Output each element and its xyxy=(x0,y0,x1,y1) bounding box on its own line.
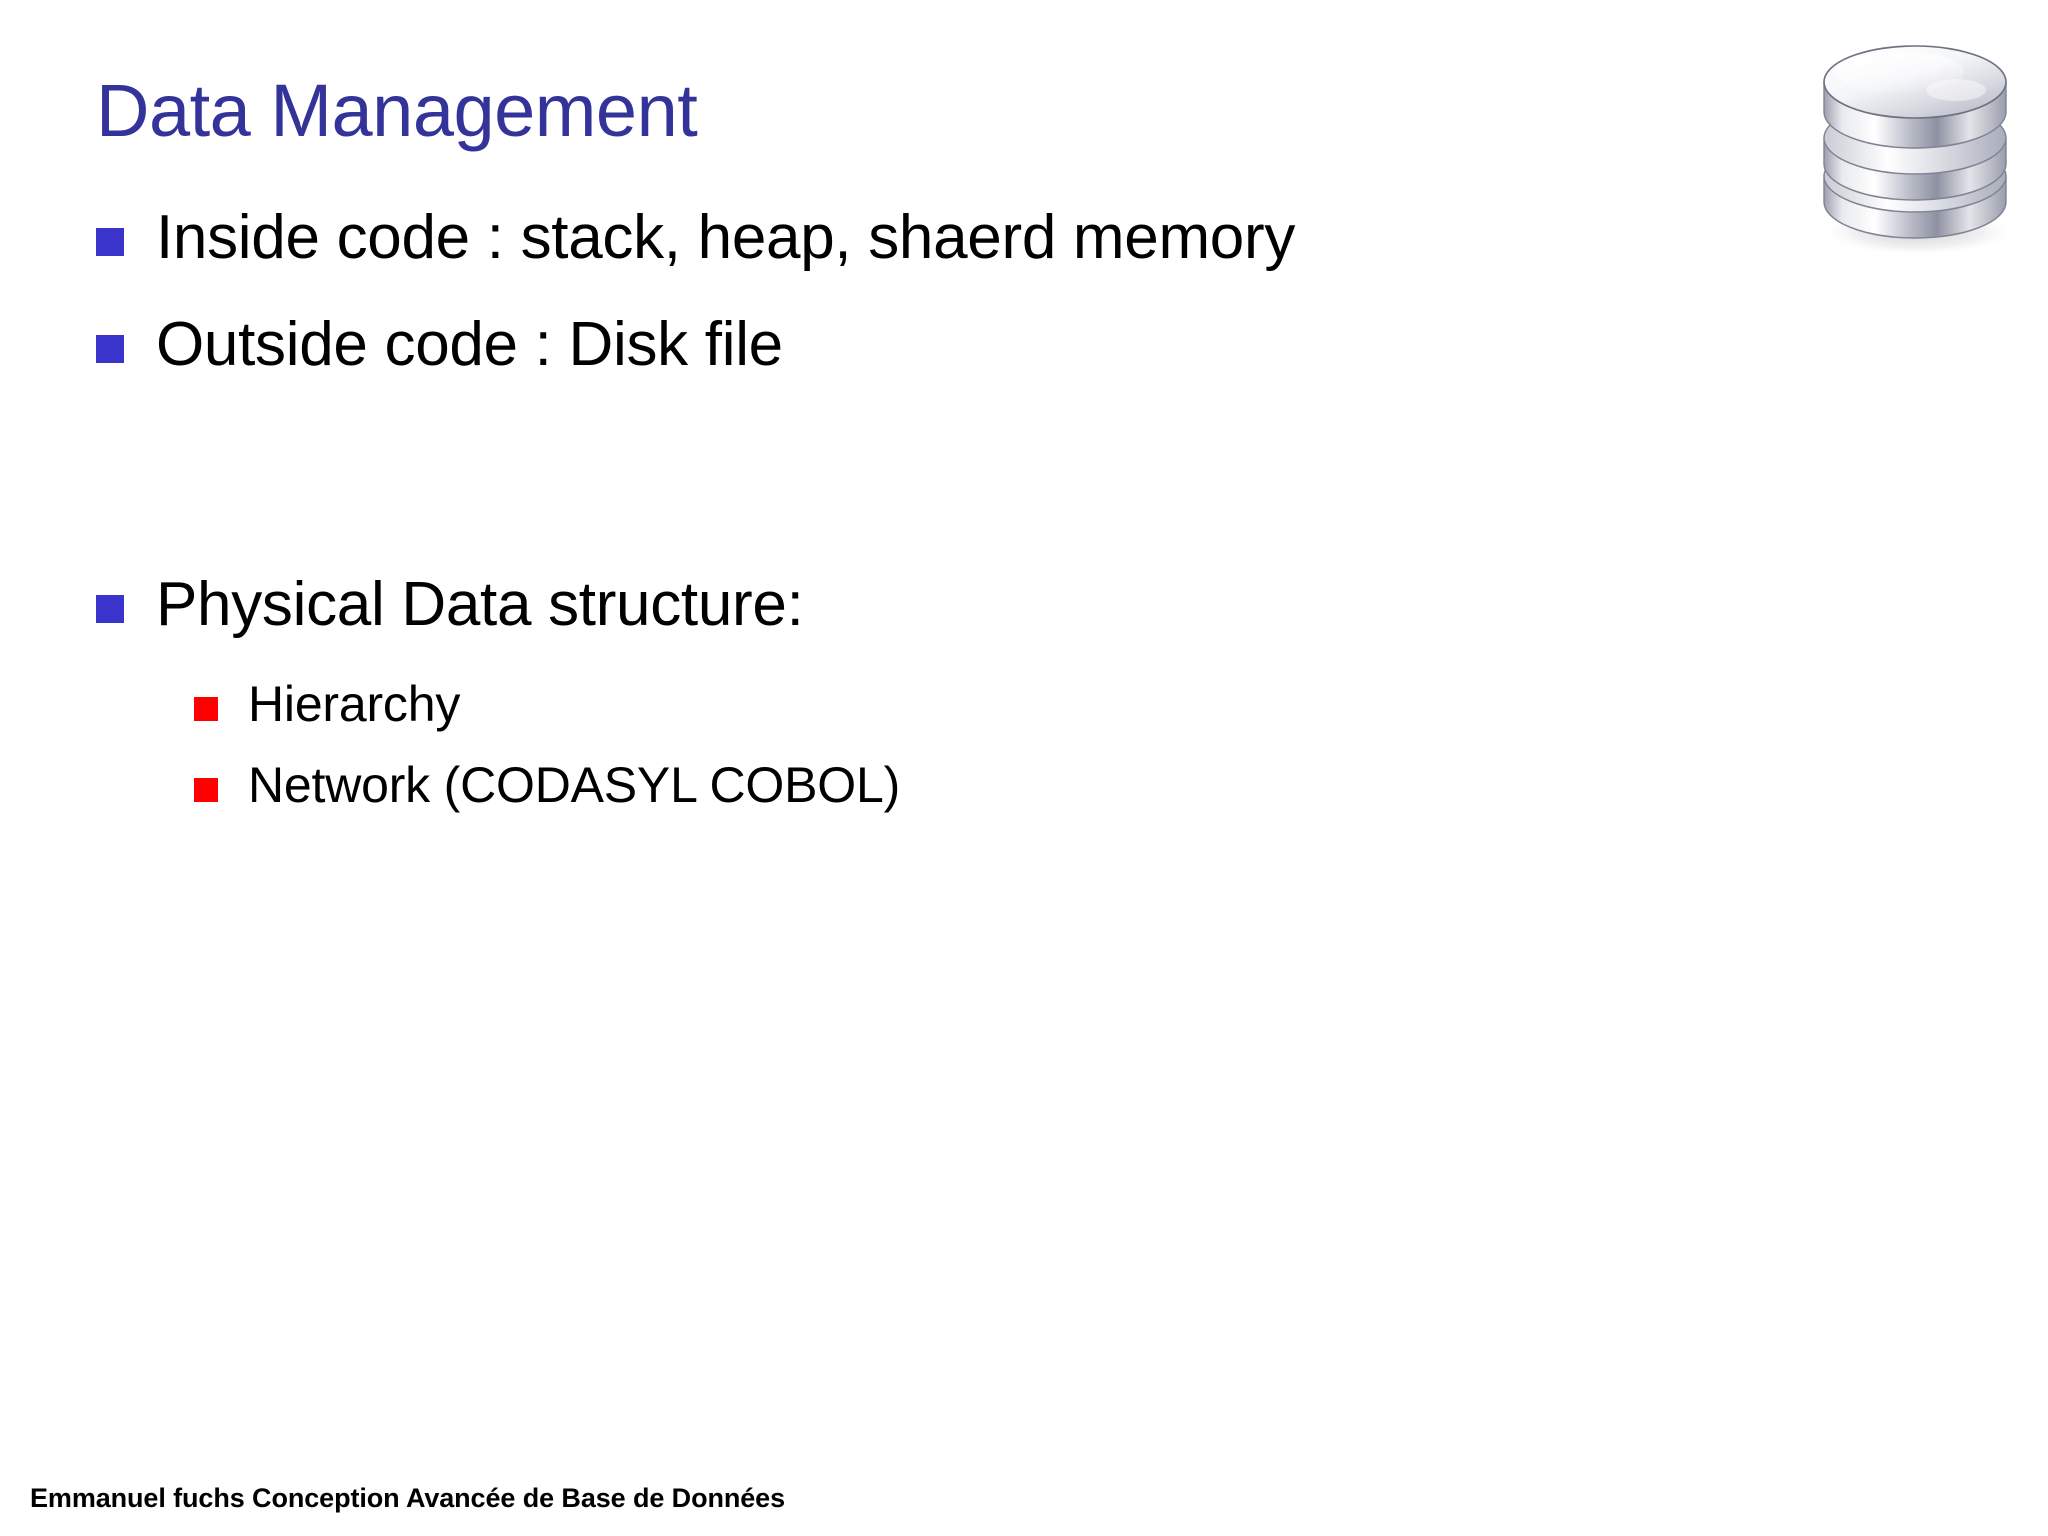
sub-bullet-item: Hierarchy xyxy=(194,672,1796,737)
database-icon xyxy=(1808,26,2022,258)
sub-bullet-text: Network (CODASYL COBOL) xyxy=(248,757,901,814)
bullet-marker-icon xyxy=(96,228,124,256)
bullet-marker-icon xyxy=(96,594,124,623)
bullet-item: Outside code : Disk file xyxy=(96,305,1796,384)
bullet-item: Inside code : stack, heap, shaerd memory xyxy=(96,198,1796,277)
slide-body: Inside code : stack, heap, shaerd memory… xyxy=(96,198,1796,834)
page-title: Data Management xyxy=(96,69,698,152)
bullet-text: Physical Data structure: xyxy=(156,569,804,639)
bullet-text: Inside code : stack, heap, shaerd memory xyxy=(156,203,1296,272)
bullet-marker-icon xyxy=(96,335,124,364)
bullet-spacer xyxy=(96,413,1796,565)
slide-footer: Emmanuel fuchs Conception Avancée de Bas… xyxy=(30,1483,786,1513)
sub-bullet-marker-icon xyxy=(194,778,218,803)
sub-bullet-item: Network (CODASYL COBOL) xyxy=(194,753,1796,818)
bullet-item: Physical Data structure: xyxy=(96,565,1796,644)
sub-bullet-text: Hierarchy xyxy=(248,676,461,733)
bullet-text: Outside code : Disk file xyxy=(156,310,783,380)
sub-bullet-list: Hierarchy Network (CODASYL COBOL) xyxy=(194,672,1796,818)
sub-bullet-marker-icon xyxy=(194,697,218,722)
